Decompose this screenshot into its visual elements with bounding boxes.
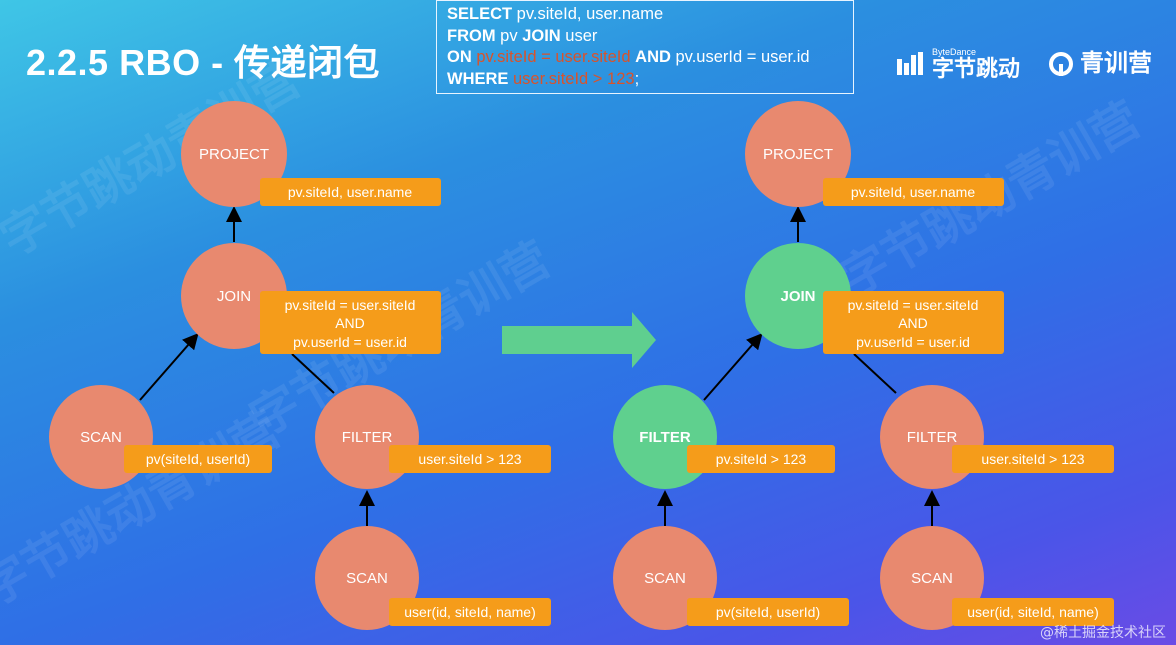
sql-keyword: AND xyxy=(635,48,671,66)
sql-highlight: user.siteId > 123 xyxy=(508,69,635,88)
condition-box xyxy=(823,291,1004,354)
condition-text: pv.siteId = user.siteId xyxy=(848,297,979,313)
sql-highlight: pv.siteId = user.siteId xyxy=(471,48,636,66)
qingxunying-logo: 青训营 xyxy=(1048,51,1152,77)
condition-box xyxy=(952,445,1114,473)
edge-arrow xyxy=(703,332,763,401)
condition-text: pv.userId = user.id xyxy=(293,334,407,350)
sql-keyword: JOIN xyxy=(522,26,561,45)
sql-keyword: SELECT xyxy=(447,5,513,23)
sql-keyword: ON xyxy=(447,48,472,66)
node-label: JOIN xyxy=(780,288,815,305)
condition-box xyxy=(389,598,551,626)
condition-box xyxy=(260,178,441,206)
condition-text: pv.siteId > 123 xyxy=(716,451,807,467)
condition-text: pv(siteId, userId) xyxy=(716,604,820,620)
slide-title: 2.2.5 RBO - 传递闭包 xyxy=(26,42,381,83)
condition-box xyxy=(687,598,849,626)
node-label: FILTER xyxy=(342,429,393,446)
footer-watermark: @稀土掘金技术社区 xyxy=(1040,625,1166,641)
node-label: PROJECT xyxy=(763,146,833,163)
sql-text: ; xyxy=(634,69,640,88)
condition-text: user(id, siteId, name) xyxy=(404,604,536,620)
node-label: SCAN xyxy=(644,570,686,587)
condition-text: pv(siteId, userId) xyxy=(146,451,250,467)
edge-line xyxy=(291,353,335,394)
node-label: SCAN xyxy=(911,570,953,587)
condition-text: pv.siteId, user.name xyxy=(851,184,975,200)
sql-query-box: SELECT pv.siteId, user.name FROM pv JOIN… xyxy=(436,0,854,94)
condition-text: pv.siteId = user.siteId xyxy=(285,297,416,313)
node-label: SCAN xyxy=(80,429,122,446)
condition-text: user.siteId > 123 xyxy=(418,451,521,467)
condition-text: user.siteId > 123 xyxy=(981,451,1084,467)
condition-text: user(id, siteId, name) xyxy=(967,604,1099,620)
condition-box xyxy=(389,445,551,473)
condition-text: pv.siteId, user.name xyxy=(288,184,412,200)
sql-line-4: WHERE user.siteId > 123; xyxy=(447,69,843,91)
logo-group: ByteDance 字节跳动 青训营 xyxy=(896,44,1152,84)
sql-line-3: ON pv.siteId = user.siteId AND pv.userId… xyxy=(447,47,843,69)
sql-line-2: FROM pv JOIN user xyxy=(447,26,843,48)
sql-text: pv.userId = user.id xyxy=(670,48,810,66)
node-label: FILTER xyxy=(907,429,958,446)
condition-box xyxy=(260,291,441,354)
sql-text: pv xyxy=(495,26,523,45)
condition-box xyxy=(124,445,272,473)
edge-arrow xyxy=(139,332,199,401)
node-label: JOIN xyxy=(217,288,251,305)
sql-keyword: FROM xyxy=(447,26,496,45)
condition-box xyxy=(952,598,1114,626)
condition-text: AND xyxy=(335,315,365,331)
bytedance-english-label: ByteDance xyxy=(931,46,977,57)
bytedance-icon xyxy=(896,52,923,75)
edge-line xyxy=(853,353,897,394)
transform-arrow-icon xyxy=(502,312,656,368)
sql-line-1: SELECT pv.siteId, user.name xyxy=(447,4,843,26)
condition-box xyxy=(823,178,1004,206)
bytedance-logo: ByteDance 字节跳动 xyxy=(896,46,1020,81)
node-label: SCAN xyxy=(346,570,388,587)
node-label: FILTER xyxy=(639,429,691,446)
condition-text: pv.userId = user.id xyxy=(856,334,970,350)
sql-text: pv.siteId, user.name xyxy=(512,5,664,23)
condition-box xyxy=(687,445,835,473)
bytedance-label: 字节跳动 xyxy=(931,55,1020,81)
qingxunying-label: 青训营 xyxy=(1080,50,1152,77)
node-label: PROJECT xyxy=(199,146,269,163)
qingxunying-icon xyxy=(1049,52,1073,76)
sql-keyword: WHERE xyxy=(447,69,509,88)
sql-text: user xyxy=(560,26,598,45)
condition-text: AND xyxy=(898,315,928,331)
